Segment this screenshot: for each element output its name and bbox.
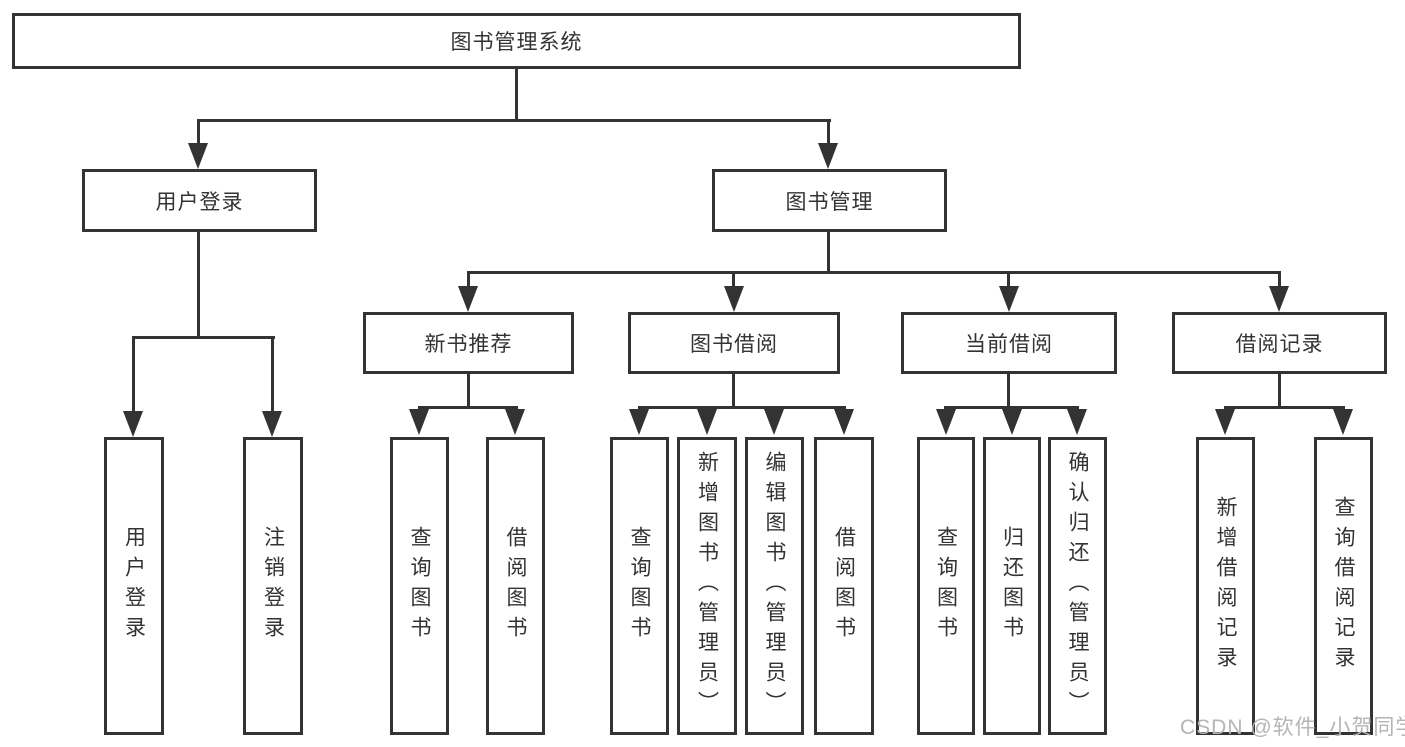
arrow-down-icon [262,411,282,437]
connector-line [1278,274,1281,286]
node-borrowing-records-label: 借阅记录 [1235,333,1324,356]
arrow-down-icon [123,411,143,437]
arrow-down-icon [1067,409,1087,435]
node-root: 图书管理系统 [12,13,1021,69]
leaf-bb-edit-book-admin-label: 编辑图书（管理员） [763,451,786,721]
connector-line [732,374,735,407]
connector-line [1007,374,1010,407]
node-new-book-recommend-label: 新书推荐 [424,333,513,356]
leaf-nb-query-books-label: 查询图书 [408,526,431,646]
node-book-borrowing-label: 图书借阅 [690,333,778,356]
watermark: CSDN @软件_小贺同学 [1180,716,1405,739]
arrow-down-icon [999,286,1019,312]
connector-line [197,232,200,337]
connector-line [467,274,470,286]
arrow-down-icon [629,409,649,435]
node-book-management: 图书管理 [712,169,947,232]
node-root-label: 图书管理系统 [450,31,583,54]
leaf-cb-query-books-label: 查询图书 [934,526,958,646]
connector-line [827,232,830,274]
arrow-down-icon [818,143,838,169]
arrow-down-icon [1333,409,1353,435]
node-borrowing-records: 借阅记录 [1172,312,1387,374]
arrow-down-icon [458,286,478,312]
connector-line [197,122,200,143]
leaf-user-login: 用户登录 [104,437,164,735]
connector-line [1007,274,1010,286]
node-user-login-label: 用户登录 [155,190,244,214]
leaf-bb-borrow-books-label: 借阅图书 [832,526,856,646]
node-book-management-label: 图书管理 [785,190,874,214]
leaf-bb-edit-book-admin: 编辑图书（管理员） [745,437,804,735]
leaf-cb-query-books: 查询图书 [917,437,975,735]
connector-line [944,406,1079,409]
leaf-br-query-borrow-record-label: 查询借阅记录 [1332,496,1355,676]
connector-line [1224,406,1345,409]
connector-line [732,274,735,286]
node-user-login: 用户登录 [82,169,317,232]
leaf-br-add-borrow-record-label: 新增借阅记录 [1214,496,1237,676]
leaf-cb-confirm-return-admin: 确认归还（管理员） [1048,437,1107,735]
arrow-down-icon [724,286,744,312]
leaf-bb-borrow-books: 借阅图书 [814,437,874,735]
leaf-cb-return-books-label: 归还图书 [1000,526,1024,646]
connector-line [132,339,135,411]
arrow-down-icon [697,409,717,435]
arrow-down-icon [764,409,784,435]
leaf-br-query-borrow-record: 查询借阅记录 [1314,437,1373,735]
leaf-bb-add-book-admin: 新增图书（管理员） [677,437,737,735]
connector-line [271,339,274,411]
arrow-down-icon [1002,409,1022,435]
leaf-user-login-label: 用户登录 [122,526,146,646]
leaf-bb-add-book-admin-label: 新增图书（管理员） [695,451,719,721]
leaf-nb-borrow-books-label: 借阅图书 [504,526,527,646]
leaf-logout-label: 注销登录 [261,526,285,646]
connector-line [515,69,518,120]
connector-line [638,406,846,409]
leaf-br-add-borrow-record: 新增借阅记录 [1196,437,1255,735]
node-new-book-recommend: 新书推荐 [363,312,574,374]
leaf-cb-confirm-return-admin-label: 确认归还（管理员） [1066,451,1089,721]
connector-line [467,271,1281,274]
arrow-down-icon [936,409,956,435]
arrow-down-icon [505,409,525,435]
connector-line [827,122,830,143]
node-book-borrowing: 图书借阅 [628,312,840,374]
leaf-nb-query-books: 查询图书 [390,437,449,735]
arrow-down-icon [188,143,208,169]
connector-line [197,119,831,122]
leaf-bb-query-books-label: 查询图书 [628,526,651,646]
leaf-bb-query-books: 查询图书 [610,437,669,735]
arrow-down-icon [409,409,429,435]
arrow-down-icon [834,409,854,435]
connector-line [132,336,275,339]
node-current-borrowing-label: 当前借阅 [965,333,1053,356]
arrow-down-icon [1269,286,1289,312]
connector-line [418,406,518,409]
node-current-borrowing: 当前借阅 [901,312,1117,374]
connector-line [1278,374,1281,407]
arrow-down-icon [1215,409,1235,435]
leaf-logout: 注销登录 [243,437,303,735]
leaf-cb-return-books: 归还图书 [983,437,1041,735]
leaf-nb-borrow-books: 借阅图书 [486,437,545,735]
connector-line [467,374,470,407]
